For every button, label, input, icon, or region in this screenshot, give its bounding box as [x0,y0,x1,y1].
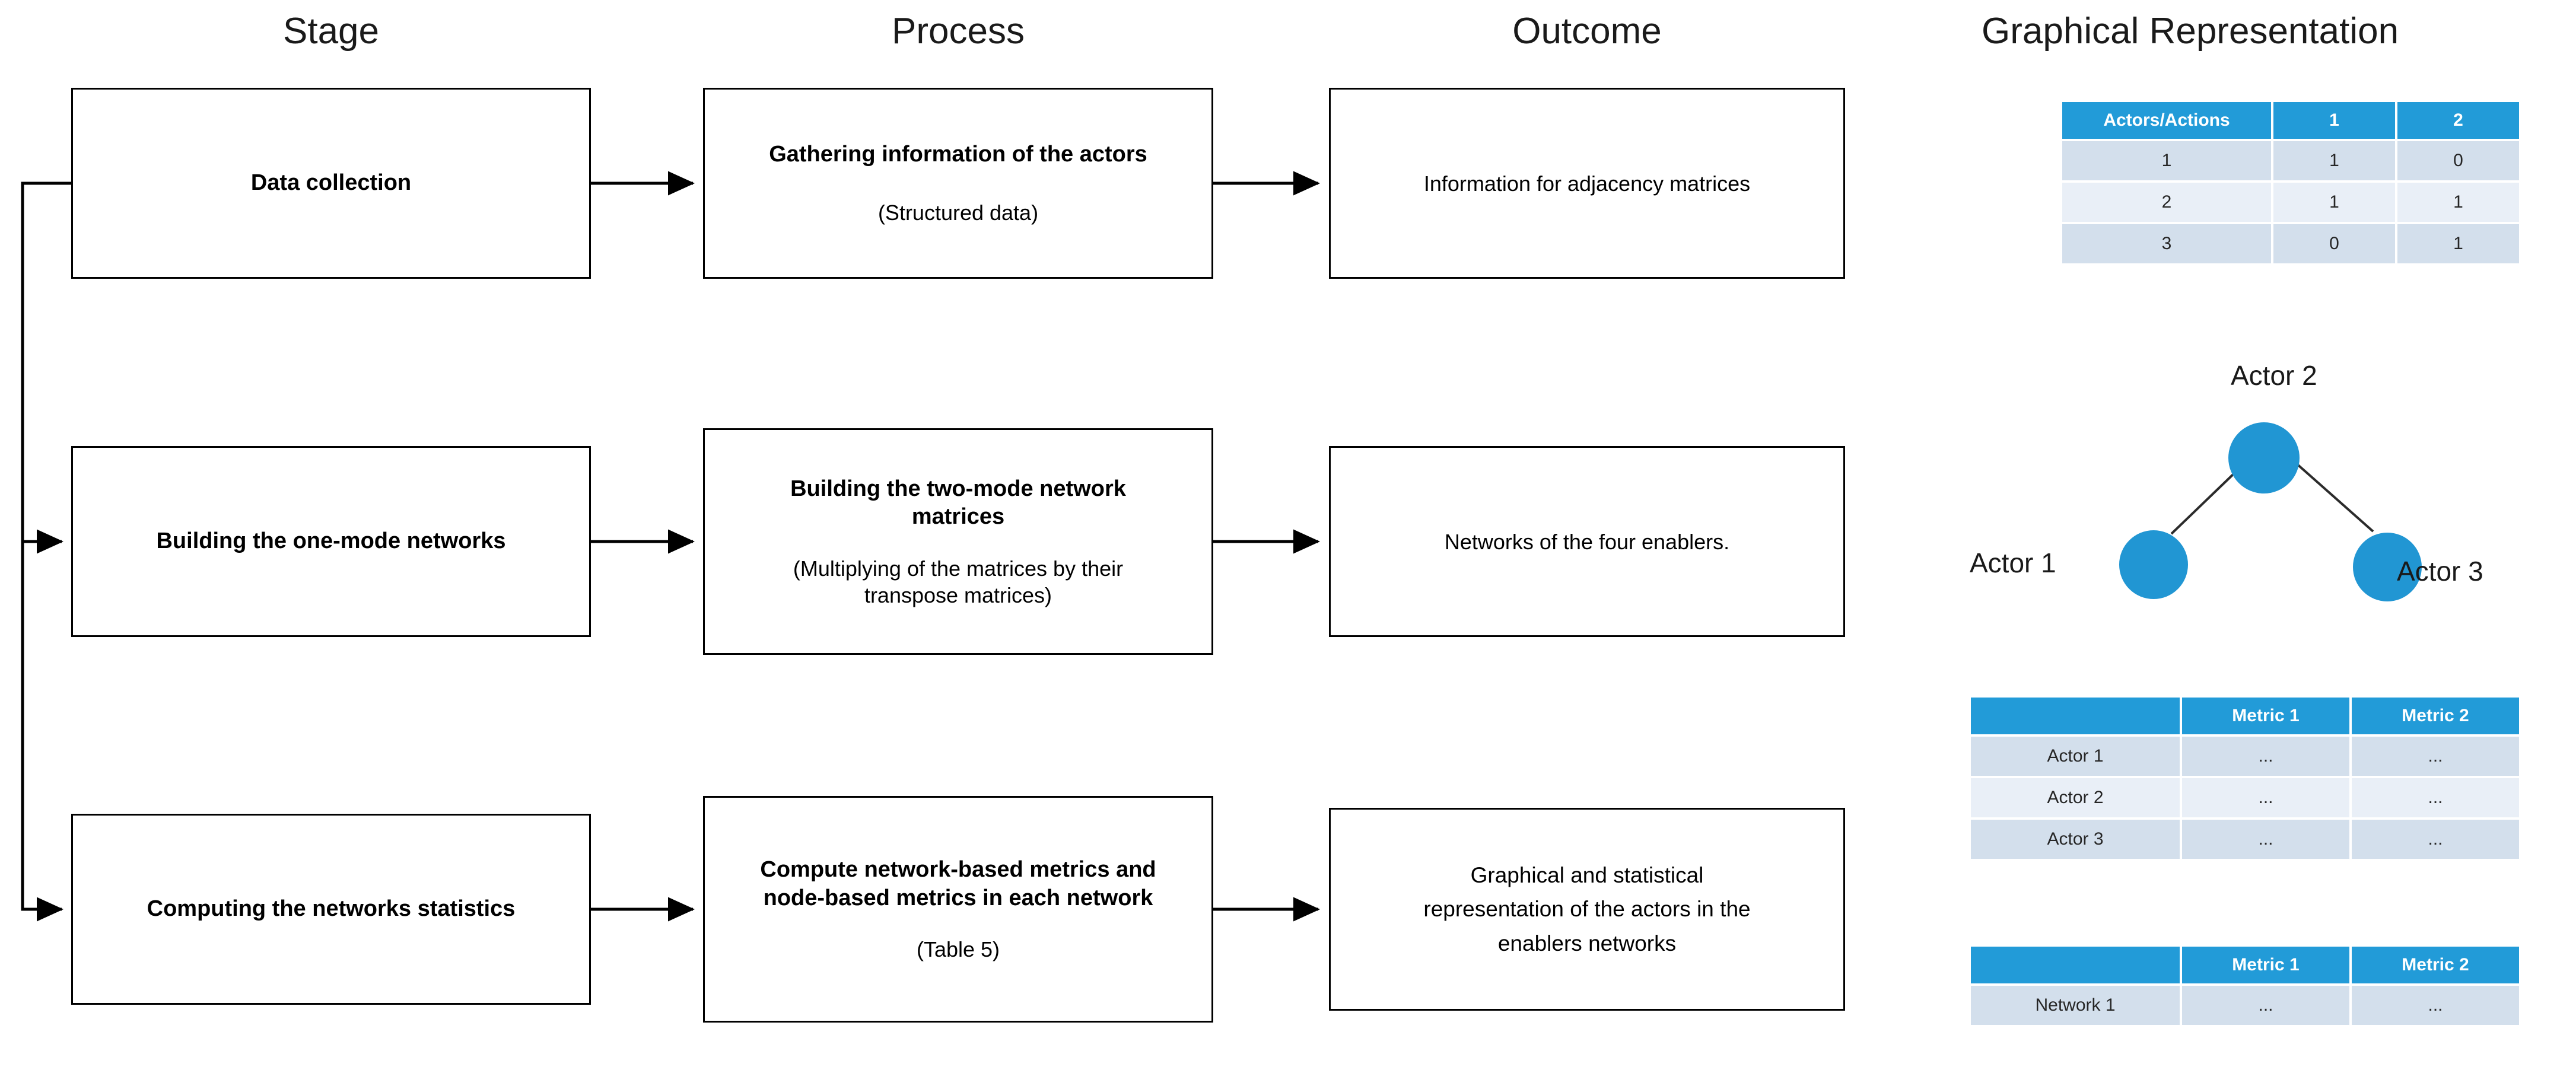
edge-actor2-actor1 [2170,471,2237,535]
stage-box-row3-label: Computing the networks statistics [147,896,516,922]
column-header-stage: Stage [282,11,380,52]
process-box-row2[interactable]: Building the two-mode network matrices (… [703,428,1213,655]
adj-r2-c1: 0 [2273,224,2395,263]
table-row: Actor 1 ... ... [1971,737,2519,776]
outcome-box-row3-line3: enablers networks [1497,931,1677,956]
node-label-actor3: Actor 3 [2397,556,2483,587]
table-header-row: Metric 1 Metric 2 [1971,698,2519,734]
table-header-row: Metric 1 Metric 2 [1971,947,2519,983]
network-r0-c0: Network 1 [1971,986,2180,1025]
network-col-0 [1971,947,2180,983]
network-r0-c1: ... [2182,986,2349,1025]
actor-r1-c0: Actor 2 [1971,778,2180,817]
process-box-row1-subtitle: (Structured data) [877,200,1039,225]
process-box-row2-subtitle-line1: (Multiplying of the matrices by their [793,556,1124,581]
actor-r2-c2: ... [2352,820,2519,859]
network-r0-c2: ... [2352,986,2519,1025]
adj-r1-c1: 1 [2273,183,2395,222]
network-metrics-table: Metric 1 Metric 2 Network 1 ... ... [1968,944,2521,1027]
process-box-row2-title-line1: Building the two-mode network [790,476,1126,501]
adj-col-2: 2 [2397,102,2519,139]
process-box-row2-title-line2: matrices [911,504,1005,529]
stage-box-row2-label: Building the one-mode networks [156,528,506,554]
outcome-box-row2[interactable]: Networks of the four enablers. [1329,446,1845,637]
node-label-actor2: Actor 2 [2231,360,2317,391]
adj-r1-c0: 2 [2062,183,2271,222]
network-col-1: Metric 1 [2182,947,2349,983]
table-row: 3 0 1 [2062,224,2519,263]
adj-r1-c2: 1 [2397,183,2519,222]
flow-connectors [21,171,1321,922]
table-header-row: Actors/Actions 1 2 [2062,102,2519,139]
process-box-row3-subtitle: (Table 5) [916,937,1000,961]
node-actor1[interactable] [2119,530,2188,599]
actor-r1-c2: ... [2352,778,2519,817]
node-actor3[interactable] [2353,533,2422,601]
outcome-box-row3-line2: representation of the actors in the [1423,897,1751,922]
node-label-actor1: Actor 1 [1970,547,2056,578]
column-header-graphical: Graphical Representation [1982,11,2399,52]
adj-r0-c1: 1 [2273,141,2395,180]
actor-r0-c2: ... [2352,737,2519,776]
edge-actor2-actor3 [2289,457,2374,533]
outcome-box-row1-label: Information for adjacency matrices [1423,171,1751,196]
adj-col-0: Actors/Actions [2062,102,2271,139]
adj-r0-c0: 1 [2062,141,2271,180]
column-header-outcome: Outcome [1512,11,1662,52]
actor-r0-c1: ... [2182,737,2349,776]
stage-box-row3[interactable]: Computing the networks statistics [71,814,591,1005]
actor-r1-c1: ... [2182,778,2349,817]
table-row: 1 1 0 [2062,141,2519,180]
actor-col-0 [1971,698,2180,734]
actor-r0-c0: Actor 1 [1971,737,2180,776]
node-actor2[interactable] [2228,422,2300,493]
adjacency-matrix-table: Actors/Actions 1 2 1 1 0 2 1 1 3 0 1 [2060,100,2521,266]
stage-box-row1[interactable]: Data collection [71,88,591,279]
adj-r0-c2: 0 [2397,141,2519,180]
stage-box-row2[interactable]: Building the one-mode networks [71,446,591,637]
process-box-row3-title-line2: node-based metrics in each network [763,885,1153,910]
process-box-row2-subtitle-line2: transpose matrices) [864,582,1052,607]
outcome-box-row3[interactable]: Graphical and statistical representation… [1329,808,1845,1011]
column-header-process: Process [892,11,1025,52]
actor-col-1: Metric 1 [2182,698,2349,734]
adj-r2-c0: 3 [2062,224,2271,263]
network-col-2: Metric 2 [2352,947,2519,983]
process-box-row1-title: Gathering information of the actors [769,141,1147,167]
outcome-box-row1[interactable]: Information for adjacency matrices [1329,88,1845,279]
table-row: Network 1 ... ... [1971,986,2519,1025]
adj-r2-c2: 1 [2397,224,2519,263]
outcome-box-row3-line1: Graphical and statistical [1470,862,1704,887]
actor-r2-c0: Actor 3 [1971,820,2180,859]
stage-box-row1-label: Data collection [250,170,412,196]
network-graph [2119,422,2422,601]
table-row: Actor 3 ... ... [1971,820,2519,859]
table-row: Actor 2 ... ... [1971,778,2519,817]
actor-r2-c1: ... [2182,820,2349,859]
adj-col-1: 1 [2273,102,2395,139]
process-box-row1[interactable]: Gathering information of the actors (Str… [703,88,1213,279]
process-box-row3[interactable]: Compute network-based metrics and node-b… [703,796,1213,1023]
table-row: 2 1 1 [2062,183,2519,222]
process-box-row3-title-line1: Compute network-based metrics and [760,857,1156,882]
actor-metrics-table: Metric 1 Metric 2 Actor 1 ... ... Actor … [1968,695,2521,861]
outcome-box-row2-label: Networks of the four enablers. [1444,529,1730,554]
actor-col-2: Metric 2 [2352,698,2519,734]
